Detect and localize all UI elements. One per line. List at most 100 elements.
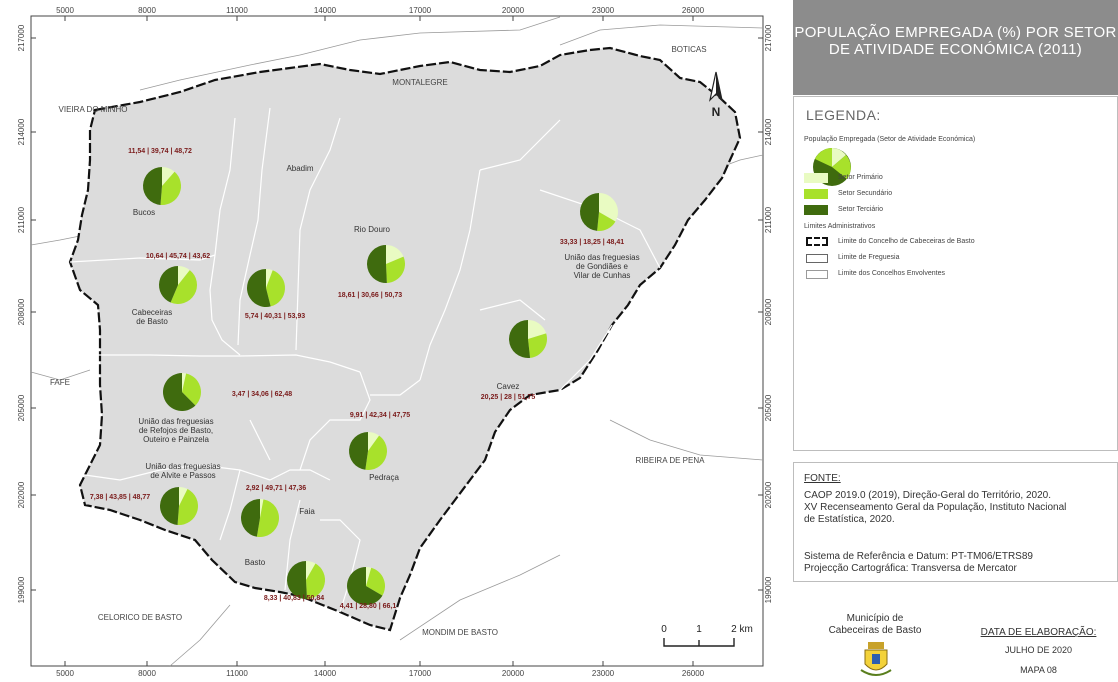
date-value: JULHO DE 2020: [1004, 645, 1073, 655]
neighbour-label: RIBEIRA DE PENA: [636, 456, 706, 465]
pie-slice: [597, 212, 616, 231]
pie-slice: [386, 245, 404, 264]
parish-pie: [241, 499, 279, 537]
parish-pie: [246, 269, 285, 307]
x-tick-label: 23000: [592, 669, 615, 678]
pie-slice: [528, 320, 547, 339]
x-tick-label: 5000: [56, 6, 74, 15]
pie-slice: [508, 320, 531, 358]
boundary-parish-swatch: [806, 254, 828, 263]
parish-stats: 5,74 | 40,31 | 53,93: [245, 313, 305, 320]
projection: Projecção Cartográfica: Transversa de Me…: [804, 563, 1017, 574]
x-tick-label: 20000: [502, 6, 525, 15]
pie-slice: [179, 487, 188, 506]
x-tick-label: 14000: [314, 669, 337, 678]
parish-stats: 11,54 | 39,74 | 48,72: [128, 148, 192, 155]
parish-stats: 9,91 | 42,34 | 47,75: [350, 412, 410, 419]
source-line: de Estatística, 2020.: [804, 514, 895, 525]
swatch-tertiary: [804, 205, 828, 215]
x-tick-label: 26000: [682, 6, 705, 15]
boundary-municipality-swatch: [806, 237, 828, 246]
north-letter: N: [712, 105, 721, 119]
pie-slice: [170, 270, 198, 305]
scale-one: 1: [696, 624, 702, 635]
parish-name: Cavez: [497, 382, 520, 391]
pie-slice: [158, 266, 178, 303]
parish-pie: [349, 432, 387, 470]
parish-boundaries: [69, 107, 661, 613]
neighbour-label: BOTICAS: [671, 45, 706, 54]
y-tick-label: 214000: [17, 118, 26, 145]
x-tick-label: 26000: [682, 669, 705, 678]
pie-slice: [528, 333, 548, 358]
legend-subtitle: População Empregada (Setor de Atividade …: [804, 136, 976, 143]
boundary-parish-label: Limite de Freguesia: [838, 254, 900, 261]
parish-name: de Alvite e Passos: [150, 471, 215, 480]
y-tick-label: 199000: [17, 576, 26, 603]
pie-slice: [163, 373, 196, 411]
y-tick-label: 214000: [764, 118, 773, 145]
y-axis-left: 2170002140002110002080002050002020001990…: [17, 24, 36, 603]
y-tick-label: 208000: [17, 298, 26, 325]
parish-name: Bucos: [133, 208, 155, 217]
neighbour-label: MONTALEGRE: [392, 78, 447, 87]
scale-two: 2 km: [731, 624, 753, 635]
x-tick-label: 20000: [502, 669, 525, 678]
legend-box: LEGENDA: População Empregada (Setor de A…: [793, 96, 1118, 451]
parish-pie: [346, 567, 385, 606]
neighbour-label: MONDIM DE BASTO: [422, 628, 498, 637]
pie-slice: [178, 266, 190, 285]
parish-name: Vilar de Cunhas: [574, 271, 631, 280]
y-tick-label: 202000: [17, 481, 26, 508]
y-tick-label: 208000: [764, 298, 773, 325]
municipality-name: Município de Cabeceiras de Basto: [805, 613, 945, 637]
pie-slice: [160, 171, 182, 206]
x-tick-label: 8000: [138, 669, 156, 678]
pie-slice: [580, 193, 599, 231]
boundary-neighbour-label: Limite dos Concelhos Envolventes: [838, 270, 946, 277]
parish-pie: [158, 266, 198, 305]
parish-stats: 7,38 | 43,85 | 48,77: [90, 494, 150, 501]
x-tick-label: 11000: [226, 6, 248, 15]
map-title-line1: POPULAÇÃO EMPREGADA (%) POR SETOR: [794, 24, 1117, 41]
footer-box: Município de Cabeceiras de Basto DATA DE…: [793, 610, 1118, 682]
y-tick-label: 205000: [764, 394, 773, 421]
y-tick-label: 217000: [764, 24, 773, 51]
source-line: XV Recenseamento Geral da População, Ins…: [804, 502, 1067, 513]
pie-slice: [365, 435, 387, 470]
parish-stats: 2,92 | 49,71 | 47,36: [246, 485, 306, 492]
legend-title: LEGENDA:: [806, 107, 881, 123]
parish-stats: 4,41 | 28,80 | 66,1: [340, 603, 397, 610]
parish-name: União das freguesias: [138, 417, 213, 426]
pie-slice: [366, 567, 372, 586]
parish-name: União das freguesias: [564, 253, 639, 262]
pie-slice: [368, 432, 380, 451]
parish-name: Pedraça: [369, 473, 399, 482]
pie-slice: [346, 567, 383, 606]
map-number: MAPA 08: [1020, 665, 1057, 675]
source-line: CAOP 2019.0 (2019), Direção-Geral do Ter…: [804, 490, 1051, 501]
date-label: DATA DE ELABORAÇÃO:: [980, 627, 1097, 638]
parish-pie: [287, 561, 326, 599]
parish-stats: 8,33 | 40,83 | 50,84: [264, 595, 324, 602]
pie-slice: [306, 563, 326, 599]
pie-slice: [162, 167, 175, 186]
boundary-municipality-label: Limite do Concelho de Cabeceiras de Bast…: [838, 238, 975, 245]
y-tick-label: 211000: [764, 206, 773, 233]
parish-name: de Refojos de Basto,: [139, 426, 213, 435]
parish-name: Outeiro e Painzela: [143, 435, 209, 444]
pie-slice: [159, 487, 179, 525]
source-label: FONTE:: [804, 473, 841, 484]
parish-stats: 10,64 | 45,74 | 43,62: [146, 253, 210, 260]
y-tick-label: 199000: [764, 576, 773, 603]
scale-zero: 0: [661, 624, 667, 635]
north-arrow-icon: N: [708, 71, 724, 119]
parish-pie: [142, 167, 182, 206]
label-tertiary: Setor Terciário: [838, 206, 884, 213]
pie-slice: [142, 167, 162, 205]
boundary-neighbour-swatch: [806, 270, 828, 279]
pie-slice: [287, 561, 308, 599]
pie-slice: [266, 270, 285, 307]
pie-slice: [386, 256, 405, 283]
